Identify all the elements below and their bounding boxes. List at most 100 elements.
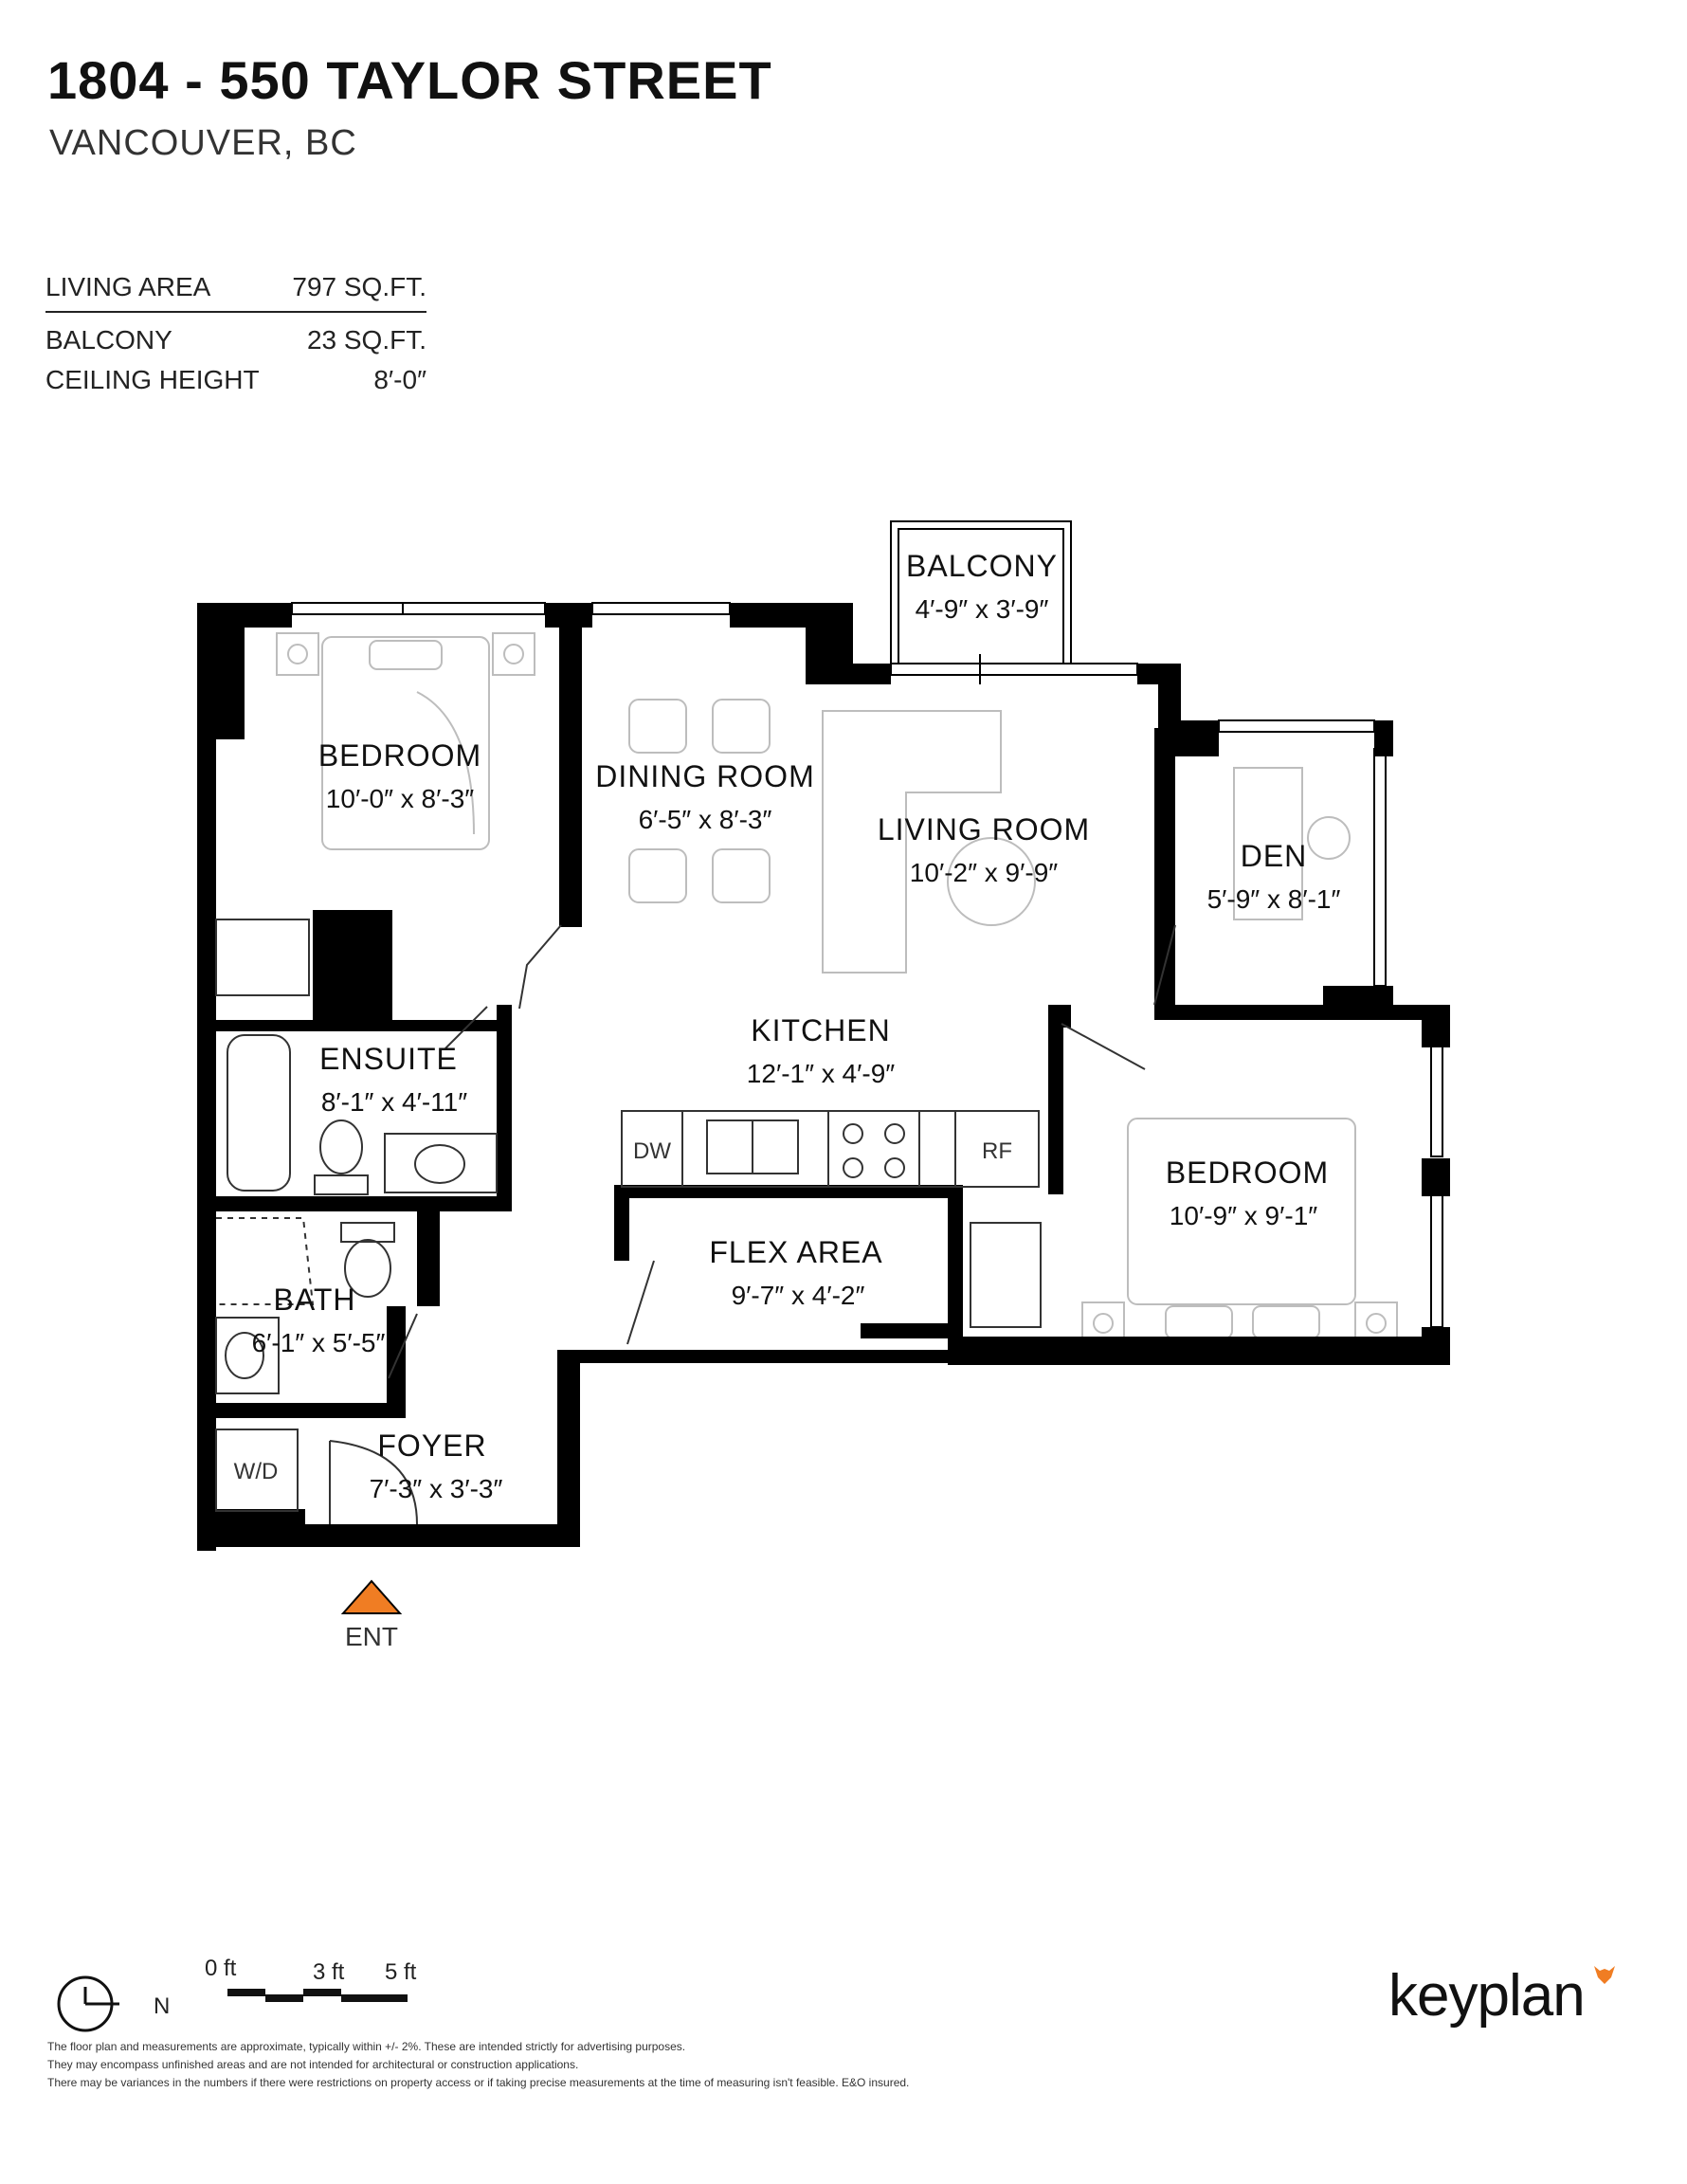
bedroom2-door <box>1061 1023 1146 1070</box>
scale-segment <box>303 1989 341 1996</box>
ensuite-vanity <box>384 1133 498 1193</box>
ceiling-height-label: CEILING HEIGHT <box>45 365 260 394</box>
furniture <box>276 632 1398 1345</box>
wall <box>497 1005 512 1211</box>
disclaimer: The floor plan and measurements are appr… <box>47 2038 1090 2092</box>
sectional-sofa <box>822 710 1002 974</box>
ensuite-toilet-tank <box>314 1174 369 1195</box>
wall <box>216 1020 510 1031</box>
burner <box>843 1157 863 1178</box>
dining-dims: 6′-5″ x 8′-3″ <box>639 805 772 834</box>
den-name: DEN <box>1241 839 1308 873</box>
flex-door <box>626 1260 655 1345</box>
burner <box>884 1123 905 1144</box>
bedroom2-dims: 10′-9″ x 9′-1″ <box>1170 1201 1317 1230</box>
balcony-dims: 4′-9″ x 3′-9″ <box>916 594 1049 624</box>
ensuite-closet <box>215 919 310 996</box>
disclaimer-line: They may encompass unfinished areas and … <box>47 2058 579 2071</box>
wall <box>1374 720 1393 756</box>
scale-bar: 0 ft 3 ft 5 ft <box>205 1956 417 2002</box>
bedroom-door <box>518 924 562 1010</box>
wall <box>1048 1005 1071 1028</box>
listing-title: 1804 - 550 TAYLOR STREET <box>47 50 772 110</box>
bath-name: BATH <box>274 1283 356 1317</box>
disclaimer-line: The floor plan and measurements are appr… <box>47 2040 686 2053</box>
scale-zero: 0 ft <box>205 1956 237 1981</box>
wall <box>1365 986 1393 1020</box>
entrance-arrow-icon <box>340 1579 403 1614</box>
entrance-label: ENT <box>345 1622 398 1651</box>
scale-segment <box>227 1989 265 1996</box>
ensuite-sink <box>414 1144 465 1184</box>
bed-1 <box>321 636 490 850</box>
bedroom1-dims: 10′-0″ x 8′-3″ <box>326 784 474 813</box>
living-name: LIVING ROOM <box>878 812 1090 846</box>
balcony-area-value: 23 SQ.FT. <box>306 325 426 355</box>
foyer-name: FOYER <box>377 1429 486 1463</box>
dishwasher <box>621 1110 683 1188</box>
den-desk <box>1233 767 1303 920</box>
wall <box>1175 720 1219 756</box>
wall <box>557 1350 965 1363</box>
bath-dims: 6′-1″ x 5′-5″ <box>252 1328 386 1357</box>
lamp-1a <box>287 644 308 664</box>
kitchen-counter <box>621 1110 1040 1188</box>
bed-1-cover <box>416 691 475 835</box>
nightstand-1b <box>492 632 535 676</box>
dining-name: DINING ROOM <box>595 759 814 793</box>
wall <box>1422 1005 1450 1047</box>
room-labels: BALCONY 4′-9″ x 3′-9″ BEDROOM 10′-0″ x 8… <box>234 549 1341 1503</box>
wall <box>210 1509 305 1524</box>
ensuite-name: ENSUITE <box>319 1042 458 1076</box>
wall <box>216 1196 510 1211</box>
wall <box>197 1524 576 1547</box>
window <box>591 602 731 615</box>
scale-segment <box>341 1994 408 2002</box>
cooktop <box>827 1110 920 1188</box>
fridge-label: RF <box>982 1138 1012 1164</box>
foyer-dims: 7′-3″ x 3′-3″ <box>370 1474 503 1503</box>
doors <box>329 924 1176 1525</box>
wall <box>313 910 392 1020</box>
lamp-1b <box>503 644 524 664</box>
balcony-area-label: BALCONY <box>45 325 172 355</box>
wall <box>614 1185 629 1261</box>
ensuite-tub <box>227 1034 291 1192</box>
kitchen-name: KITCHEN <box>751 1013 890 1047</box>
pillow-1 <box>369 640 443 670</box>
den-dims: 5′-9″ x 8′-1″ <box>1207 884 1341 914</box>
dining-chair-4 <box>712 848 771 903</box>
balcony-area-row: BALCONY 23 SQ.FT. <box>45 320 426 360</box>
flex-dims: 9′-7″ x 4′-2″ <box>732 1281 865 1310</box>
bath-sink <box>225 1332 264 1379</box>
wall <box>614 1185 959 1198</box>
burner <box>884 1157 905 1178</box>
wall <box>1154 728 1175 1020</box>
bath-shower <box>216 1217 315 1305</box>
coffee-table <box>947 837 1036 926</box>
kitchen-dims: 12′-1″ x 4′-9″ <box>747 1059 895 1088</box>
wall <box>197 603 216 1551</box>
bath-door <box>388 1313 418 1379</box>
burner <box>843 1123 863 1144</box>
bath-toilet-tank <box>340 1222 395 1243</box>
wall <box>559 626 582 927</box>
wall <box>197 626 245 739</box>
nightstand-1a <box>276 632 319 676</box>
ceiling-height-value: 8′-0″ <box>373 365 426 394</box>
den-chair <box>1307 816 1351 860</box>
lamp-2a <box>1093 1313 1114 1334</box>
window <box>1430 1193 1443 1328</box>
wall <box>545 603 592 628</box>
listing-city: VANCOUVER, BC <box>49 123 357 163</box>
scale-segment <box>265 1994 303 2002</box>
wall <box>861 1323 963 1338</box>
wall <box>853 664 891 684</box>
fixtures <box>215 919 1042 1512</box>
lamp-2b <box>1366 1313 1387 1334</box>
living-dims: 10′-2″ x 9′-9″ <box>910 858 1058 887</box>
disclaimer-line: There may be variances in the numbers if… <box>47 2076 910 2089</box>
area-summary: LIVING AREA 797 SQ.FT. BALCONY 23 SQ.FT.… <box>45 264 426 400</box>
window <box>1373 748 1387 987</box>
